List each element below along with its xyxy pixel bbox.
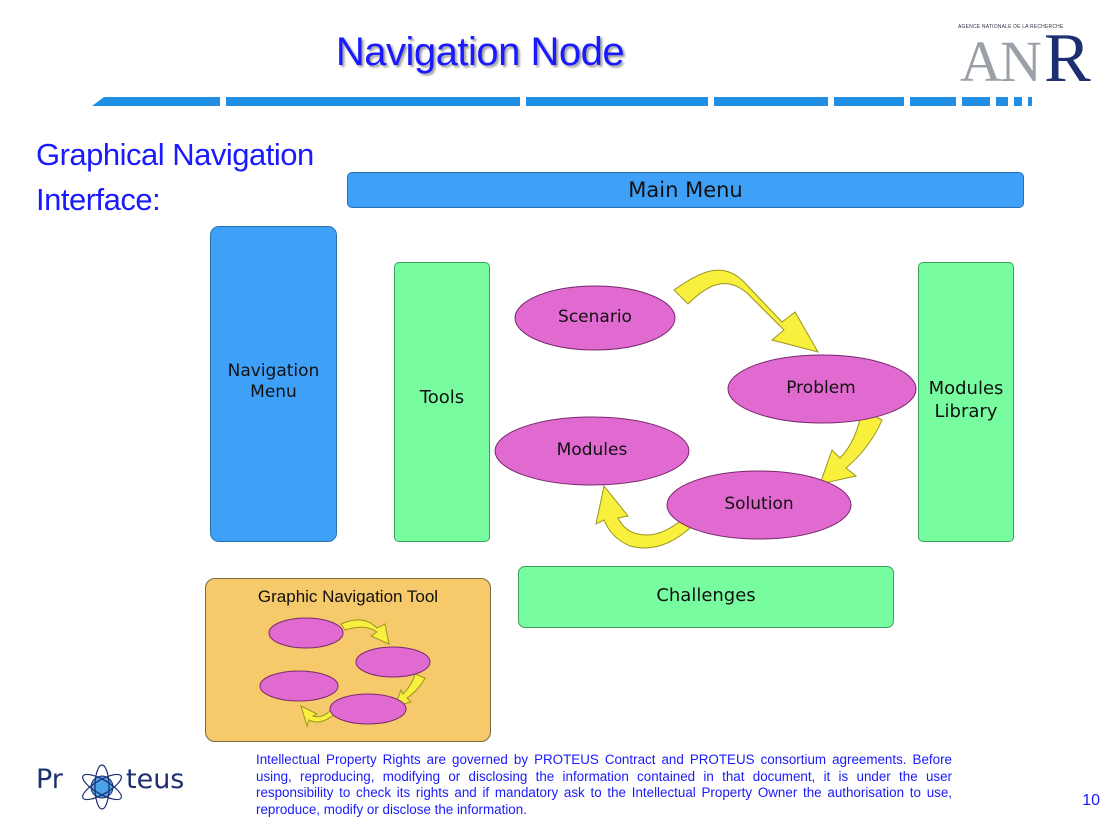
anr-logo-caption: AGENCE NATIONALE DE LA RECHERCHE xyxy=(958,24,1064,30)
navigation-menu-label-line-1: Navigation xyxy=(227,361,320,381)
modules-library-label-line-1: Modules xyxy=(928,378,1004,399)
graphic-navigation-tool-label: Graphic Navigation Tool xyxy=(257,587,439,606)
subtitle-line-2: Interface: xyxy=(36,182,161,217)
tools-box: Tools xyxy=(394,262,490,542)
solution-node xyxy=(666,470,852,540)
mini-node-1 xyxy=(268,617,344,649)
challenges-label: Challenges xyxy=(656,585,756,606)
subtitle-line-1: Graphical Navigation xyxy=(36,137,314,172)
mini-arrow-1 xyxy=(340,619,390,645)
modules-library-label: Modules Library xyxy=(919,377,1013,423)
scenario-node xyxy=(514,285,676,351)
header-bar-segment xyxy=(526,97,708,106)
header-bar-segment xyxy=(226,97,520,106)
modules-node xyxy=(494,416,690,486)
navigation-menu-label-line-2: Menu xyxy=(250,382,297,402)
slide-title: Navigation Node xyxy=(335,30,625,74)
navigation-menu-box: Navigation Menu xyxy=(210,226,337,542)
arrow-problem-to-solution xyxy=(819,409,883,485)
slide-subtitle: Graphical Navigation Interface: xyxy=(36,132,314,222)
challenges-box: Challenges xyxy=(518,566,894,628)
solution-label: Solution xyxy=(724,494,794,514)
main-menu-label: Main Menu xyxy=(628,178,743,202)
anr-letter-r: R xyxy=(1044,20,1091,97)
anr-letter-n: N xyxy=(1000,29,1042,94)
modules-label: Modules xyxy=(556,440,628,460)
anr-logo: AGENCE NATIONALE DE LA RECHERCHE A N R xyxy=(958,24,1108,94)
header-bar-segment xyxy=(1028,97,1032,106)
proteus-logo: Pr teus xyxy=(36,756,196,816)
ip-rights-notice: Intellectual Property Rights are governe… xyxy=(256,752,952,817)
header-divider xyxy=(0,0,1120,110)
scenario-label: Scenario xyxy=(558,307,632,327)
header-bar-segment xyxy=(92,97,220,106)
mini-node-2 xyxy=(355,646,431,678)
problem-label: Problem xyxy=(786,378,856,398)
navigation-menu-label: Navigation Menu xyxy=(211,361,336,403)
proteus-logo-text-left: Pr xyxy=(36,764,63,795)
mini-node-3 xyxy=(259,670,339,702)
main-menu-box: Main Menu xyxy=(347,172,1024,208)
proteus-logo-text-right: teus xyxy=(126,764,185,795)
mini-arrow-3 xyxy=(300,705,336,728)
header-bar-segment xyxy=(910,97,956,106)
header-bar-segment xyxy=(1014,97,1022,106)
header-bar-segment xyxy=(996,97,1008,106)
mini-node-4 xyxy=(329,693,407,725)
arrow-scenario-to-problem xyxy=(673,269,820,353)
header-bar-segment xyxy=(834,97,904,106)
anr-letter-a: A xyxy=(960,29,1002,94)
problem-node xyxy=(727,354,917,424)
tools-label: Tools xyxy=(419,387,465,408)
header-bar-segment xyxy=(714,97,828,106)
arrow-solution-to-modules xyxy=(595,484,691,549)
mini-cycle-diagram xyxy=(259,617,431,728)
header-bar-segment xyxy=(962,97,990,106)
modules-library-box: Modules Library xyxy=(918,262,1014,542)
page-number: 10 xyxy=(1082,792,1100,809)
proteus-atom-icon xyxy=(82,764,122,810)
modules-library-label-line-2: Library xyxy=(934,401,998,422)
